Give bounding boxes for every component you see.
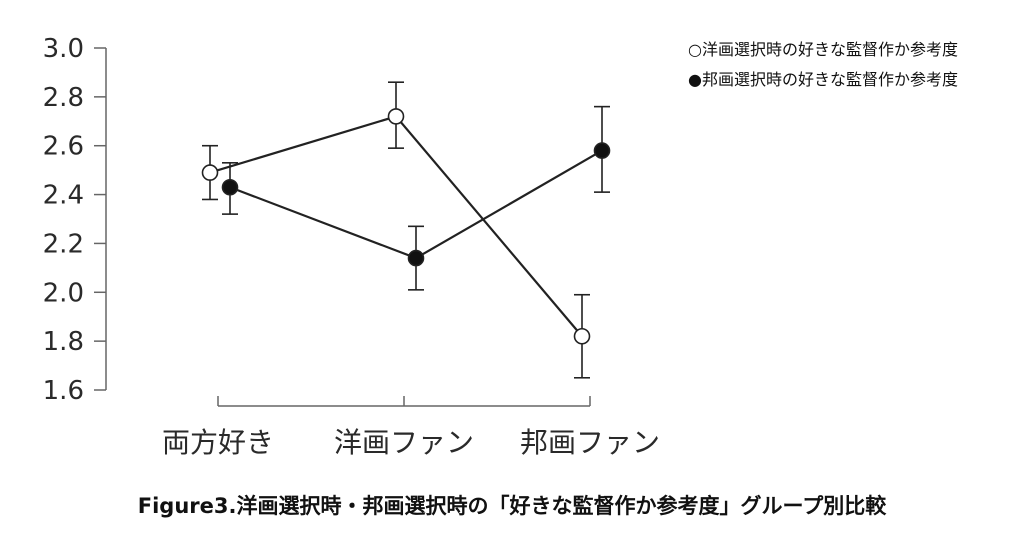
y-tick-label: 2.8	[43, 83, 84, 113]
legend-entry: ●邦画選択時の好きな監督作か参考度	[688, 70, 958, 89]
series-japanese-films	[221, 105, 611, 291]
x-category-label: 両方好き	[162, 426, 274, 459]
data-point	[407, 249, 425, 267]
data-point	[201, 164, 219, 181]
data-point	[573, 327, 591, 345]
series-line	[209, 115, 583, 337]
y-tick-label: 1.8	[43, 327, 84, 357]
axes: 1.6 1.8 2.0 2.2 2.4 2.6 2.8 3.0 両方好き 洋画ファン 邦画ファン	[43, 34, 660, 459]
y-tick-label: 1.6	[43, 376, 84, 406]
y-tick-label: 2.0	[43, 278, 84, 308]
y-tick-label: 3.0	[43, 34, 84, 64]
legend: ○洋画選択時の好きな監督作か参考度 ●邦画選択時の好きな監督作か参考度	[688, 40, 958, 89]
y-tick-label: 2.4	[43, 181, 84, 211]
y-tick-label: 2.6	[43, 132, 84, 162]
series-western-films	[201, 81, 591, 379]
y-tick-label: 2.2	[43, 229, 84, 259]
figure-caption: Figure3.洋画選択時・邦画選択時の「好きな監督作か参考度」グループ別比較	[137, 494, 887, 518]
data-point	[387, 108, 405, 125]
series-layer	[201, 81, 611, 379]
legend-entry: ○洋画選択時の好きな監督作か参考度	[688, 40, 958, 59]
x-category-label: 邦画ファン	[520, 426, 660, 459]
x-category-label: 洋画ファン	[334, 426, 474, 459]
data-point	[221, 178, 239, 196]
data-point	[593, 142, 611, 159]
